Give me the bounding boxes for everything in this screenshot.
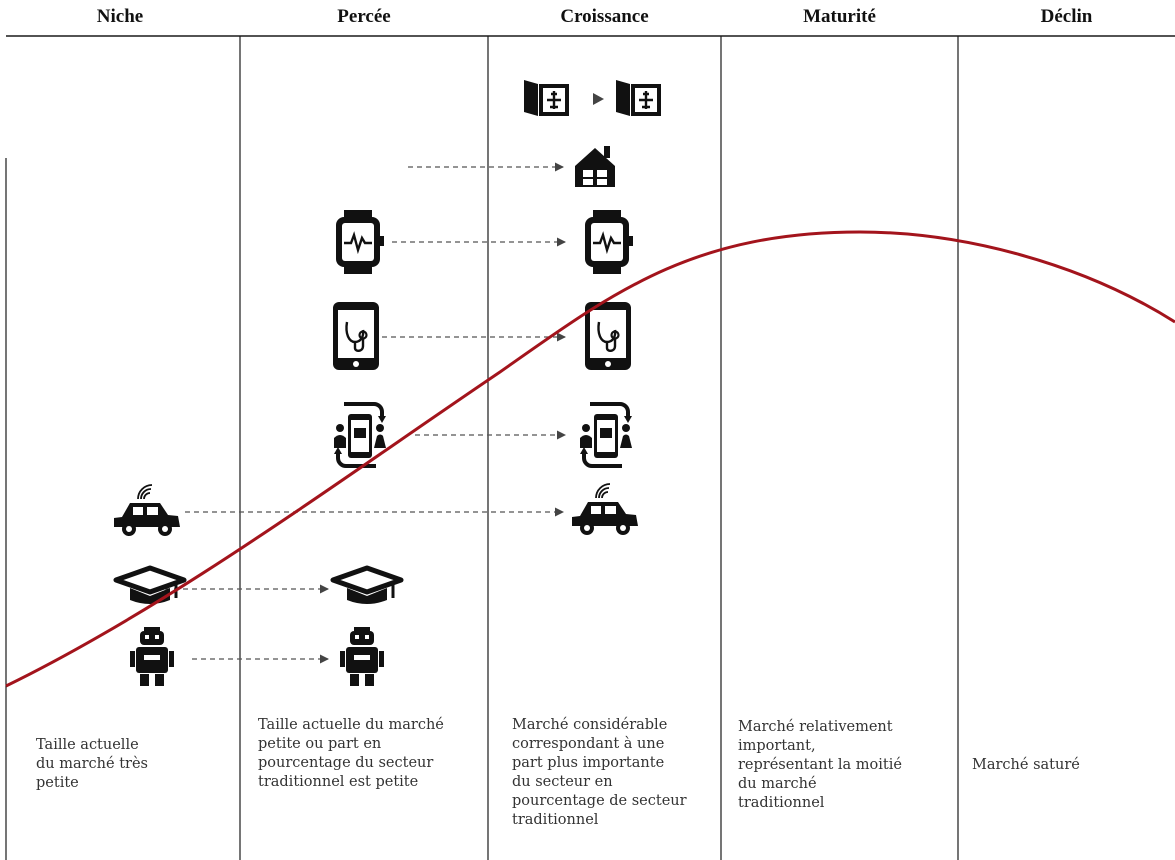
travel-book-icon <box>524 80 661 116</box>
lifecycle-curve <box>5 230 1175 688</box>
stage-title-percee: Percée <box>337 6 391 27</box>
smart-home-icon <box>575 146 615 187</box>
stage-description-niche: Taille actuelle du marché très petite <box>36 737 148 791</box>
health-phone-icon <box>333 302 631 370</box>
robot-icon <box>130 627 384 686</box>
stage-title-maturite: Maturité <box>803 6 876 27</box>
stage-title-niche: Niche <box>96 6 144 27</box>
stage-description-declin: Marché saturé <box>972 757 1080 773</box>
stage-description-croissance: Marché considérable correspondant à une … <box>512 717 687 828</box>
arrow-travel-book <box>593 93 604 105</box>
stage-description-percee: Taille actuelle du marché petite ou part… <box>258 717 444 790</box>
connected-car-icon <box>114 483 638 536</box>
stage-title-croissance: Croissance <box>560 6 649 27</box>
graduation-cap-icon <box>113 565 404 604</box>
stage-description-maturite: Marché relativement important, représent… <box>738 719 902 811</box>
smartwatch-icon <box>336 210 633 274</box>
stage-title-declin: Déclin <box>1040 6 1093 27</box>
telemedicine-icon <box>334 402 632 468</box>
